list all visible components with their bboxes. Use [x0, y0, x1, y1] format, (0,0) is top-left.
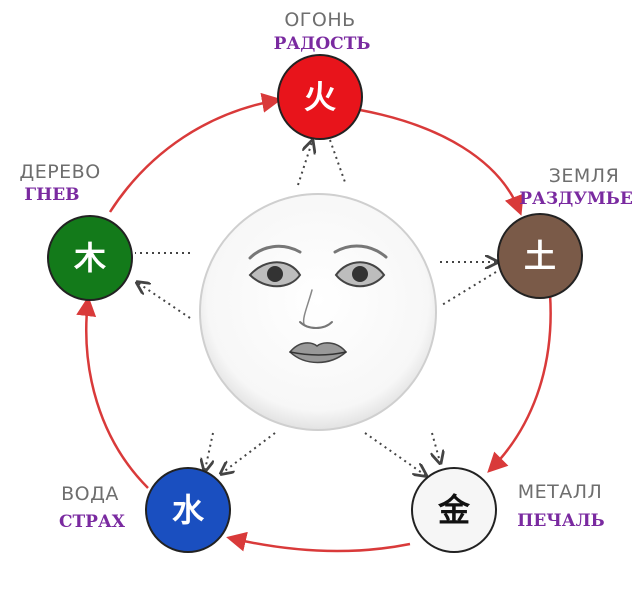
fire-emotion: РАДОСТЬ	[274, 34, 371, 54]
face	[199, 193, 437, 431]
metal-circle	[411, 467, 497, 553]
element-water: 水 ВОДА СТРАХ	[59, 467, 231, 553]
element-wood: 木 ДЕРЕВО ГНЕВ	[19, 161, 133, 301]
face-illustration	[248, 244, 388, 364]
fire-glyph: 火	[304, 78, 336, 116]
cycle-arrow-metal-to-water	[226, 531, 411, 553]
face-connections	[135, 140, 496, 475]
element-metal: 金 МЕТАЛЛ ПЕЧАЛЬ	[411, 467, 605, 553]
dotted-arrow-from-earth	[441, 271, 497, 306]
earth-name: ЗЕМЛЯ	[549, 165, 620, 187]
generating-cycle	[76, 92, 552, 553]
cycle-arrow-water-to-wood	[76, 296, 149, 489]
metal-emotion: ПЕЧАЛЬ	[517, 511, 604, 531]
element-fire: 火 ОГОНЬ РАДОСТЬ	[274, 9, 371, 140]
earth-emotion: РАЗДУМЬЕ	[519, 189, 633, 209]
wood-circle	[47, 215, 133, 301]
metal-glyph: 金	[437, 491, 471, 529]
water-glyph: 水	[172, 491, 205, 529]
cycle-arrow-fire-to-earth	[359, 108, 524, 216]
wood-emotion: ГНЕВ	[24, 185, 79, 205]
fire-name: ОГОНЬ	[284, 9, 355, 31]
cycle-arrow-wood-to-fire	[108, 92, 282, 213]
dotted-arrow-to-water	[205, 432, 213, 470]
metal-name: МЕТАЛЛ	[518, 481, 603, 503]
wood-name: ДЕРЕВО	[19, 161, 100, 183]
earth-circle	[497, 213, 583, 299]
element-earth: 土 ЗЕМЛЯ РАЗДУМЬЕ	[497, 165, 633, 299]
earth-glyph: 土	[524, 237, 556, 275]
cycle-arrow-earth-to-metal	[487, 293, 552, 473]
dotted-arrow-to-water-2	[222, 432, 276, 473]
dotted-arrow-to-fire	[297, 142, 312, 186]
water-name: ВОДА	[61, 483, 119, 505]
dotted-line-from-fire	[329, 139, 347, 186]
water-emotion: СТРАХ	[59, 512, 126, 532]
dotted-arrow-to-metal	[364, 432, 425, 475]
face-circle	[199, 193, 437, 431]
dotted-arrow-to-wood	[138, 283, 191, 319]
wood-glyph: 木	[73, 239, 106, 277]
water-circle	[145, 467, 231, 553]
dotted-arrow-to-metal-2	[432, 432, 440, 462]
fire-circle	[277, 54, 363, 140]
